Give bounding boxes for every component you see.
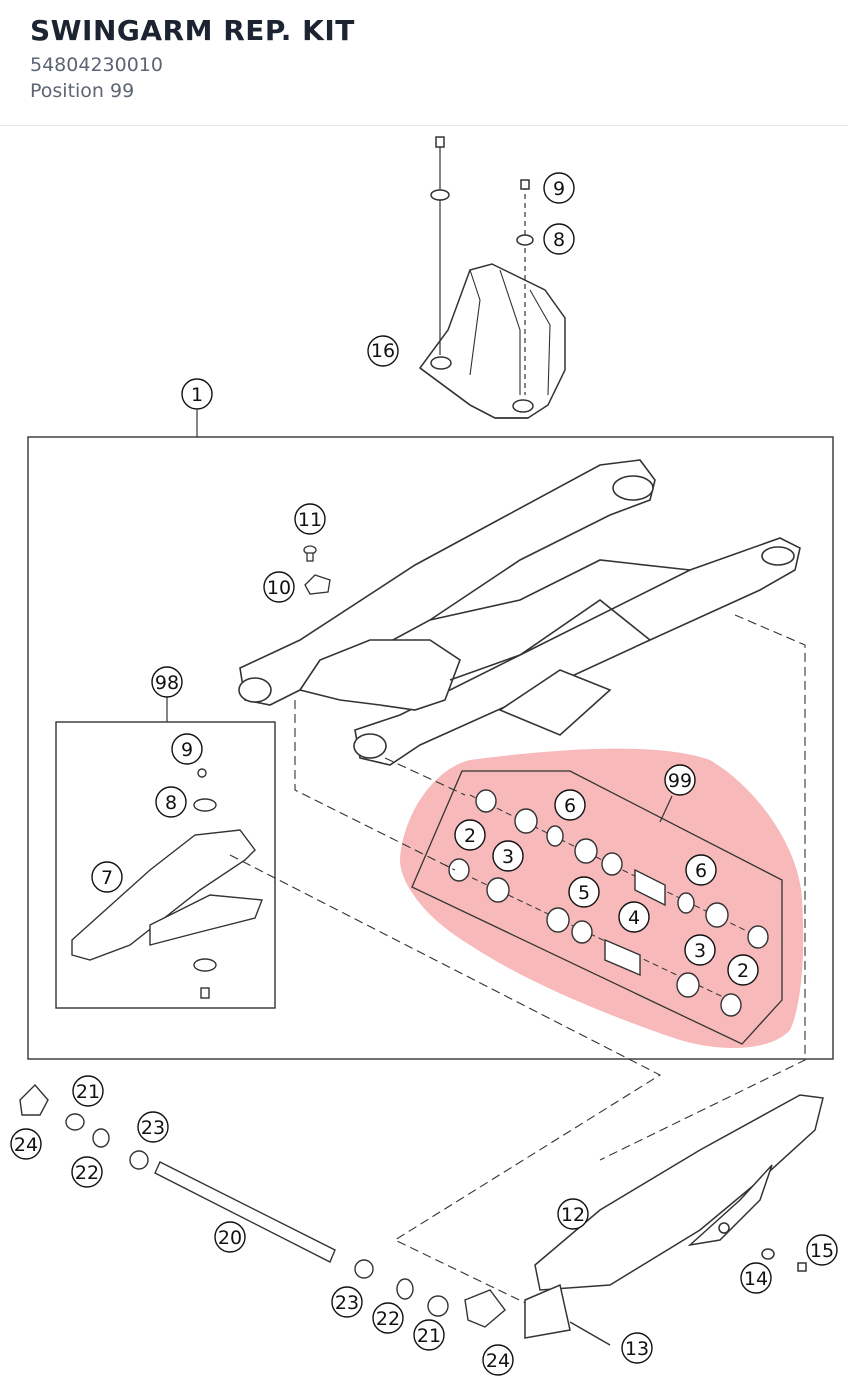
callout-4: 4 (628, 907, 640, 929)
rear-mudguard (418, 136, 566, 419)
callout-23-left: 23 (141, 1117, 165, 1139)
chain-slider (71, 768, 263, 999)
callout-22-left: 22 (75, 1162, 99, 1184)
callout-11: 11 (298, 509, 322, 531)
callout-7: 7 (101, 867, 113, 889)
swingarm (238, 459, 801, 766)
callout-24-bottom: 24 (486, 1350, 510, 1372)
callout-12: 12 (561, 1204, 585, 1226)
callout-21-bottom: 21 (417, 1325, 441, 1347)
header: SWINGARM REP. KIT 54804230010 Position 9… (0, 0, 848, 126)
callout-8: 8 (553, 229, 565, 251)
callout-20: 20 (218, 1227, 242, 1249)
kit-parts-99 (444, 789, 769, 1017)
group-box-99 (411, 770, 783, 1045)
bracket-10-11 (303, 545, 331, 595)
leader-lines (229, 614, 806, 1311)
page-title: SWINGARM REP. KIT (30, 14, 355, 47)
callout-6-top: 6 (564, 795, 576, 817)
callout-3-right: 3 (694, 940, 706, 962)
axle-assembly (19, 1083, 506, 1328)
callout-98: 98 (155, 672, 179, 694)
callout-2-left: 2 (464, 825, 476, 847)
callout-21-left: 21 (76, 1081, 100, 1103)
callout-14: 14 (744, 1268, 768, 1290)
callouts: 9 8 16 1 11 10 98 99 9 8 7 6 2 3 6 5 4 3… (10, 172, 838, 1376)
chain-guard (524, 1094, 824, 1346)
group-box-1 (27, 436, 834, 1060)
callout-22-bottom: 22 (376, 1308, 400, 1330)
callout-1: 1 (191, 384, 203, 406)
callout-9-sub: 9 (181, 739, 193, 761)
callout-9: 9 (553, 178, 565, 200)
callout-8-sub: 8 (165, 792, 177, 814)
part-number: 54804230010 (30, 54, 163, 76)
callout-24-left: 24 (14, 1134, 38, 1156)
callout-2-right: 2 (737, 960, 749, 982)
callout-99: 99 (668, 770, 692, 792)
position-label: Position 99 (30, 80, 135, 102)
callout-6-right: 6 (695, 860, 707, 882)
callout-15: 15 (810, 1240, 834, 1262)
callout-10: 10 (267, 577, 291, 599)
callout-13: 13 (625, 1338, 649, 1360)
highlight-region-99 (400, 748, 804, 1049)
exploded-parts-diagram: 9 8 16 1 11 10 98 99 9 8 7 6 2 3 6 5 4 3… (10, 136, 838, 1376)
callout-3-left: 3 (502, 846, 514, 868)
callout-5: 5 (578, 882, 590, 904)
group-box-98 (55, 721, 276, 1009)
callout-23-bottom: 23 (335, 1292, 359, 1314)
callout-16: 16 (371, 340, 395, 362)
